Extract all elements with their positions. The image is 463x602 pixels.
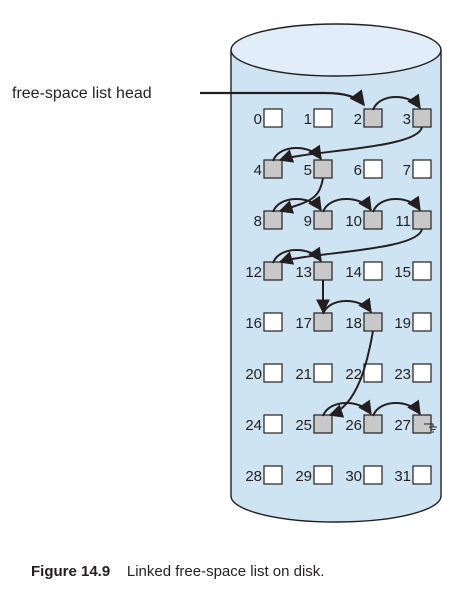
block-number-28: 28 bbox=[245, 468, 262, 485]
free-block-11 bbox=[412, 210, 432, 230]
block-number-9: 9 bbox=[304, 213, 312, 230]
used-block-20 bbox=[263, 363, 283, 383]
block-number-11: 11 bbox=[395, 213, 411, 230]
link-4-to-5 bbox=[272, 144, 322, 162]
used-block-30 bbox=[363, 465, 383, 485]
block-number-20: 20 bbox=[245, 366, 262, 383]
block-number-8: 8 bbox=[254, 213, 262, 230]
free-block-2 bbox=[363, 108, 383, 128]
ground-icon bbox=[424, 423, 437, 433]
free-block-17 bbox=[313, 312, 333, 332]
free-block-10 bbox=[363, 210, 383, 230]
block-number-10: 10 bbox=[345, 213, 362, 230]
block-number-29: 29 bbox=[295, 468, 312, 485]
free-block-3 bbox=[412, 108, 432, 128]
used-block-1 bbox=[313, 108, 333, 128]
link-3-to-4 bbox=[278, 126, 423, 163]
block-number-24: 24 bbox=[245, 417, 262, 434]
free-block-18 bbox=[363, 312, 383, 332]
block-number-14: 14 bbox=[345, 264, 362, 281]
block-number-23: 23 bbox=[394, 366, 411, 383]
figure-number: Figure 14.9 bbox=[31, 563, 111, 580]
block-number-3: 3 bbox=[403, 111, 411, 128]
used-block-29 bbox=[313, 465, 333, 485]
link-11-to-12 bbox=[278, 228, 423, 265]
used-block-7 bbox=[412, 159, 432, 179]
figure-caption: Figure 14.9 Linked free-space list on di… bbox=[31, 563, 324, 580]
free-block-25 bbox=[313, 414, 333, 434]
block-number-18: 18 bbox=[345, 315, 362, 332]
free-block-8 bbox=[263, 210, 283, 230]
block-number-27: 27 bbox=[394, 417, 411, 434]
used-block-23 bbox=[412, 363, 432, 383]
block-number-26: 26 bbox=[345, 417, 362, 434]
block-number-6: 6 bbox=[354, 162, 362, 179]
block-number-19: 19 bbox=[394, 315, 411, 332]
link-18-to-25 bbox=[328, 330, 374, 418]
block-number-22: 22 bbox=[345, 366, 362, 383]
block-number-21: 21 bbox=[295, 366, 312, 383]
used-block-15 bbox=[412, 261, 432, 281]
link-8-to-9 bbox=[272, 195, 322, 213]
block-number-15: 15 bbox=[394, 264, 411, 281]
block-number-31: 31 bbox=[394, 468, 411, 485]
block-number-7: 7 bbox=[403, 162, 411, 179]
figure-caption-text: Linked free-space list on disk. bbox=[126, 563, 325, 580]
block-number-12: 12 bbox=[245, 264, 262, 281]
free-block-5 bbox=[313, 159, 333, 179]
used-block-6 bbox=[363, 159, 383, 179]
link-2-to-3 bbox=[372, 93, 421, 111]
link-10-to-11 bbox=[372, 195, 421, 213]
block-number-0: 0 bbox=[254, 111, 262, 128]
free-space-list-head-label: free-space list head bbox=[12, 85, 152, 102]
block-number-4: 4 bbox=[254, 162, 262, 179]
used-block-24 bbox=[263, 414, 283, 434]
block-number-2: 2 bbox=[354, 111, 362, 128]
used-block-16 bbox=[263, 312, 283, 332]
link-26-to-27 bbox=[372, 399, 421, 417]
link-9-to-10 bbox=[322, 195, 372, 213]
block-number-16: 16 bbox=[245, 315, 262, 332]
list-head-arrow bbox=[200, 89, 365, 107]
block-number-1: 1 bbox=[304, 111, 312, 128]
used-block-0 bbox=[263, 108, 283, 128]
used-block-19 bbox=[412, 312, 432, 332]
free-list-links bbox=[272, 93, 423, 418]
used-block-31 bbox=[412, 465, 432, 485]
block-number-5: 5 bbox=[304, 162, 312, 179]
free-block-4 bbox=[263, 159, 283, 179]
free-block-26 bbox=[363, 414, 383, 434]
link-12-to-13 bbox=[272, 246, 322, 264]
used-block-14 bbox=[363, 261, 383, 281]
used-block-28 bbox=[263, 465, 283, 485]
link-17-to-18 bbox=[322, 297, 372, 315]
block-number-17: 17 bbox=[295, 315, 312, 332]
disk-cylinder-top bbox=[230, 23, 442, 77]
used-block-22 bbox=[363, 363, 383, 383]
link-25-to-26 bbox=[322, 399, 372, 417]
free-block-12 bbox=[263, 261, 283, 281]
ground-icon-stroke-0 bbox=[424, 423, 434, 427]
block-number-30: 30 bbox=[345, 468, 362, 485]
block-number-25: 25 bbox=[295, 417, 312, 434]
free-block-13 bbox=[313, 261, 333, 281]
used-block-21 bbox=[313, 363, 333, 383]
free-block-9 bbox=[313, 210, 333, 230]
block-number-13: 13 bbox=[295, 264, 312, 281]
